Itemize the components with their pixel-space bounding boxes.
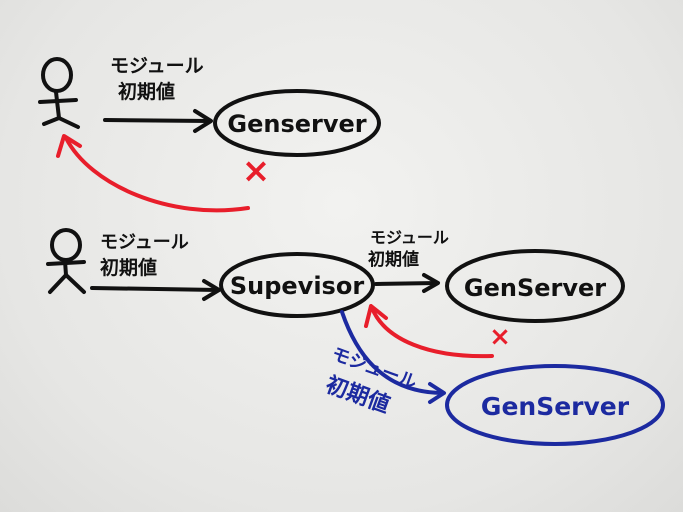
svg-text:初期値: 初期値 — [368, 249, 419, 270]
svg-text:Genserver: Genserver — [227, 110, 366, 138]
label-module-init-bottom: モジュール 初期値 — [100, 232, 189, 279]
arrow-user-to-supervisor — [90, 279, 221, 301]
arrow-supervisor-to-child1 — [374, 273, 440, 293]
genserver-node-child2: GenServer — [445, 364, 665, 446]
genserver-node-top: Genserver — [213, 89, 381, 157]
svg-text:初期値: 初期値 — [100, 256, 157, 279]
supervisor-node: Supevisor — [219, 252, 375, 318]
label-module-init-child1: モジュール 初期値 — [368, 228, 449, 270]
arrow-supervisor-to-child2 — [340, 310, 446, 404]
crash-mark-child1: × — [489, 322, 511, 352]
svg-text:初期値: 初期値 — [118, 80, 175, 103]
crash-mark-top: × — [242, 151, 271, 191]
restart-arrow-child1 — [364, 304, 494, 359]
svg-text:GenServer: GenServer — [481, 392, 630, 421]
label-module-init-child2: モジュール 初期値 — [322, 344, 419, 419]
arrow-user-to-genserver-top — [103, 109, 213, 133]
stick-figure-top — [38, 57, 80, 129]
label-module-init-top: モジュール 初期値 — [110, 55, 204, 103]
genserver-node-child1: GenServer — [445, 249, 625, 323]
svg-text:モジュール: モジュール — [370, 228, 449, 247]
error-arrow-top — [56, 134, 250, 213]
svg-text:Supevisor: Supevisor — [230, 272, 364, 300]
svg-text:モジュール: モジュール — [110, 55, 204, 77]
stick-figure-bottom — [46, 228, 86, 294]
svg-text:GenServer: GenServer — [464, 274, 606, 302]
svg-text:モジュール: モジュール — [100, 232, 189, 253]
